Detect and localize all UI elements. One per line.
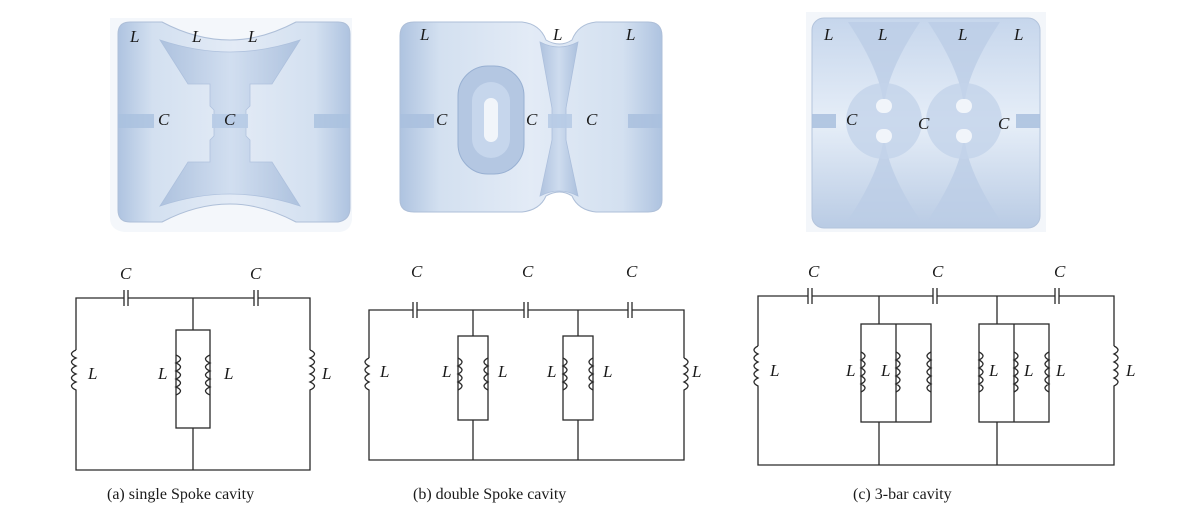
circuit-b-label-L-4: L [546, 362, 556, 381]
cavity-a: L L L C C [110, 18, 352, 232]
circuit-c-capacitor-2 [932, 288, 938, 304]
cavity-b-label-L-left: L [419, 25, 429, 44]
cavity-c-label-C-1: C [846, 110, 858, 129]
circuit-c-inductor-1a [859, 351, 866, 393]
cavity-b: L L L C C C [399, 21, 663, 213]
circuit-a-label-L-4: L [321, 364, 331, 383]
cavity-c-label-C-3: C [998, 114, 1010, 133]
circuit-c-inductor-1b [894, 351, 901, 393]
circuit-c-label-L-5: L [1023, 361, 1033, 380]
circuit-c-inductor-2a [977, 351, 984, 393]
circuit-c-capacitor-1 [807, 288, 813, 304]
circuit-b-capacitor-2 [523, 302, 529, 318]
caption-b: (b) double Spoke cavity [413, 486, 566, 503]
cavity-c-label-L-4: L [1013, 25, 1023, 44]
circuit-c-inductor-2c [1044, 351, 1051, 393]
circuit-a-inductor-left [70, 349, 78, 398]
circuit-b-label-C-2: C [522, 262, 534, 281]
cavity-b-label-L-right: L [625, 25, 635, 44]
circuit-c-label-L-3: L [880, 361, 890, 380]
circuit-c-inductor-1c [926, 351, 933, 393]
cavity-a-label-L-center: L [191, 27, 201, 46]
circuit-b-label-L-6: L [691, 362, 701, 381]
circuit-b-label-L-2: L [441, 362, 451, 381]
cavity-c-label-L-2: L [877, 25, 887, 44]
circuit-a-capacitor-1 [123, 290, 129, 306]
cavity-c: L L L L C C C [806, 12, 1046, 232]
circuit-a: C C L L L L (a) single Spoke cavity [70, 264, 331, 503]
circuit-b-inductor-left [364, 357, 371, 398]
circuit-c-label-L-2: L [845, 361, 855, 380]
cavity-a-label-L-left: L [129, 27, 139, 46]
cavity-a-label-C-left: C [158, 110, 170, 129]
cavity-c-label-L-3: L [957, 25, 967, 44]
circuit-c-label-C-2: C [932, 262, 944, 281]
cavity-b-label-C-right: C [586, 110, 598, 129]
caption-c: (c) 3-bar cavity [853, 486, 952, 503]
cavity-b-label-C-left: C [436, 110, 448, 129]
circuit-c-label-C-3: C [1054, 262, 1066, 281]
circuit-c-label-L-4: L [988, 361, 998, 380]
cavity-b-label-C-center: C [526, 110, 538, 129]
circuit-b-inductor-1b [483, 357, 490, 391]
circuit-b-label-C-3: C [626, 262, 638, 281]
circuit-b-inductor-right [682, 357, 689, 398]
cavity-a-label-L-right: L [247, 27, 257, 46]
circuit-a-label-L-3: L [223, 364, 233, 383]
cavity-c-label-C-2: C [918, 114, 930, 133]
circuit-b: C C C L L L L L L (b) double Spoke cavit… [364, 262, 701, 503]
circuit-c-inductor-left [753, 345, 760, 392]
circuit-a-label-L-2: L [157, 364, 167, 383]
circuit-a-capacitor-2 [253, 290, 259, 306]
circuit-a-label-C-2: C [250, 264, 262, 283]
circuit-a-label-L-1: L [87, 364, 97, 383]
cavity-c-label-L-1: L [823, 25, 833, 44]
circuit-c-label-L-7: L [1125, 361, 1135, 380]
circuit-c-label-L-1: L [769, 361, 779, 380]
circuit-b-capacitor-3 [627, 302, 633, 318]
circuit-a-label-C-1: C [120, 264, 132, 283]
circuit-b-label-L-5: L [602, 362, 612, 381]
circuit-c-label-C-1: C [808, 262, 820, 281]
circuit-b-inductor-1a [456, 357, 463, 391]
circuit-b-label-C-1: C [411, 262, 423, 281]
cavity-b-label-L-center: L [552, 25, 562, 44]
circuit-b-inductor-2b [588, 357, 595, 391]
circuit-c: C C C L L L L L L L (c) 3-bar cavity [753, 262, 1135, 503]
circuit-c-inductor-2b [1012, 351, 1019, 393]
circuit-b-label-L-1: L [379, 362, 389, 381]
circuit-a-inductor-right [308, 349, 316, 398]
circuit-b-capacitor-1 [412, 302, 418, 318]
circuit-a-inductor-center-2 [204, 354, 212, 396]
circuit-c-label-L-6: L [1055, 361, 1065, 380]
circuit-c-capacitor-3 [1054, 288, 1060, 304]
circuit-c-inductor-right [1112, 345, 1119, 392]
circuit-b-label-L-3: L [497, 362, 507, 381]
cavity-a-label-C-right: C [224, 110, 236, 129]
circuit-b-inductor-2a [561, 357, 568, 391]
caption-a: (a) single Spoke cavity [107, 486, 254, 503]
circuit-a-inductor-center-1 [174, 354, 182, 396]
